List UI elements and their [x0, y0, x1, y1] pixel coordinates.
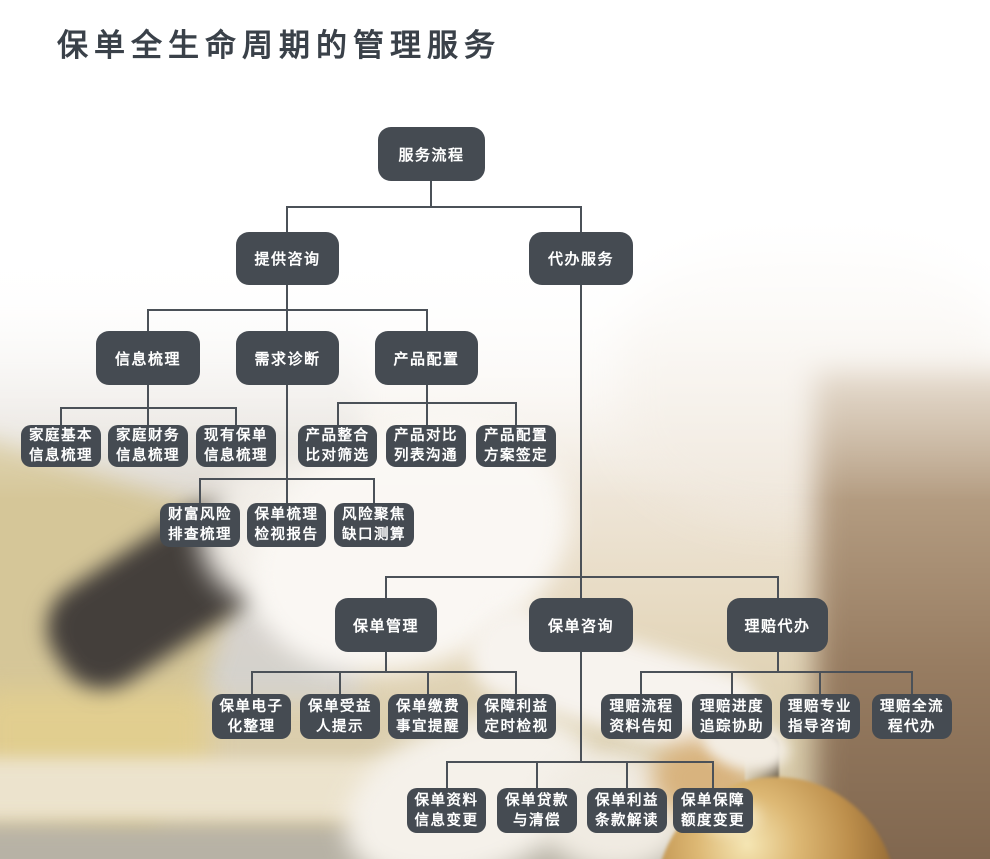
node-claims-full-process: 理赔全流 程代办 [872, 694, 952, 739]
node-family-finance-info: 家庭财务 信息梳理 [108, 425, 188, 467]
connector-line [286, 206, 288, 232]
node-wealth-risk-check: 财富风险 排查梳理 [160, 503, 240, 547]
node-policy-digitization: 保单电子 化整理 [212, 694, 291, 739]
node-coverage-amount-change: 保单保障 额度变更 [673, 788, 753, 833]
node-policy-loan-repayment: 保单贷款 与清偿 [497, 788, 577, 833]
connector-line [251, 671, 253, 694]
node-beneficiary-reminder: 保单受益 人提示 [300, 694, 380, 739]
connector-line [731, 671, 733, 694]
node-claims-agency: 理赔代办 [727, 598, 828, 652]
node-policy-consulting: 保单咨询 [529, 598, 633, 652]
connector-line [60, 407, 62, 425]
node-payment-reminder: 保单缴费 事宜提醒 [388, 694, 468, 739]
connector-line [286, 309, 288, 331]
connector-line [536, 761, 538, 788]
connector-line [446, 761, 714, 763]
connector-line [426, 385, 428, 403]
connector-line [580, 285, 582, 578]
connector-line [819, 671, 821, 694]
node-claims-expert-guidance: 理赔专业 指导咨询 [780, 694, 860, 739]
connector-line [385, 576, 779, 578]
connector-line [286, 285, 288, 311]
connector-line [515, 402, 517, 425]
connector-line [777, 652, 779, 673]
connector-line [147, 407, 149, 425]
connector-line [373, 478, 375, 503]
connector-line [911, 671, 913, 694]
connector-line [427, 671, 429, 694]
connector-line [426, 402, 428, 425]
connector-line [777, 576, 779, 598]
node-product-config-signing: 产品配置 方案签定 [476, 425, 556, 467]
node-product-config: 产品配置 [375, 331, 478, 385]
connector-line [251, 671, 517, 673]
node-product-integration-screening: 产品整合 比对筛选 [298, 425, 377, 467]
connector-line [640, 671, 642, 694]
connector-line [515, 671, 517, 694]
connector-line [626, 761, 628, 788]
node-policy-terms-interpretation: 保单利益 条款解读 [587, 788, 667, 833]
node-policy-review-report: 保单梳理 检视报告 [247, 503, 326, 547]
node-policy-management: 保单管理 [335, 598, 437, 652]
node-info-sorting: 信息梳理 [96, 331, 200, 385]
connector-line [580, 206, 582, 232]
connector-line [147, 309, 149, 331]
connector-line [286, 206, 582, 208]
node-benefit-periodic-review: 保障利益 定时检视 [477, 694, 556, 739]
node-policy-info-change: 保单资料 信息变更 [407, 788, 486, 833]
node-service-process: 服务流程 [378, 127, 485, 181]
connector-line [426, 309, 428, 331]
connector-line [147, 385, 149, 408]
node-product-comparison-list: 产品对比 列表沟通 [386, 425, 466, 467]
connector-line [286, 385, 288, 480]
connector-line [430, 181, 432, 207]
node-claims-progress-tracking: 理赔进度 追踪协助 [692, 694, 772, 739]
node-agency-service: 代办服务 [529, 232, 633, 285]
node-family-basic-info: 家庭基本 信息梳理 [21, 425, 101, 467]
connector-line [385, 576, 387, 598]
connector-line [446, 761, 448, 788]
connector-line [199, 478, 201, 503]
node-claims-process-info: 理赔流程 资料告知 [601, 694, 682, 739]
node-needs-diagnosis: 需求诊断 [236, 331, 339, 385]
connector-line [580, 652, 582, 762]
connector-line [580, 576, 582, 598]
connector-line [640, 671, 913, 673]
connector-line [339, 671, 341, 694]
background-white-fade [0, 0, 990, 500]
connector-line [712, 761, 714, 788]
page-title: 保单全生命周期的管理服务 [57, 28, 501, 64]
node-risk-gap-calc: 风险聚焦 缺口测算 [334, 503, 414, 547]
connector-line [337, 402, 339, 425]
node-provide-consulting: 提供咨询 [236, 232, 339, 285]
connector-line [385, 652, 387, 673]
node-existing-policy-info: 现有保单 信息梳理 [196, 425, 276, 467]
connector-line [286, 478, 288, 503]
connector-line [235, 407, 237, 425]
